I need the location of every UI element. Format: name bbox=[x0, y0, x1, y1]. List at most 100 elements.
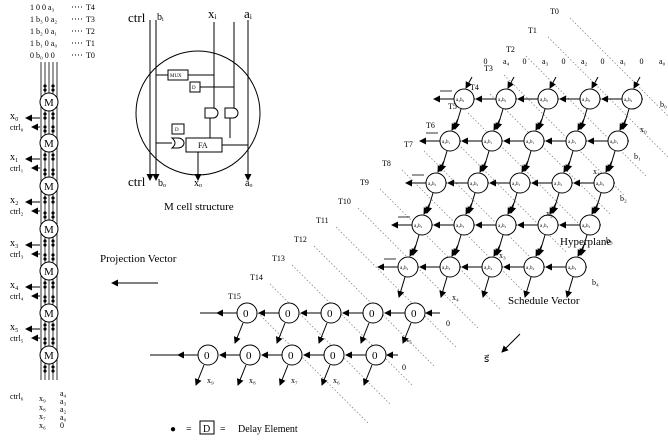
array-cell-label: a₄b₂ bbox=[428, 182, 436, 187]
delay-dot bbox=[43, 257, 46, 260]
delay-dot bbox=[51, 323, 54, 326]
chain-bottom-x-2: x₇ bbox=[39, 412, 46, 421]
chain-x-out-4: x₄ bbox=[10, 280, 19, 291]
input-sequences: 1 0 0 a₃T41 b₃ 0 a₂T31 b₂ 0 a₁T21 b₁ 0 a… bbox=[30, 3, 95, 60]
array-cell-label: a₂b₄ bbox=[484, 266, 492, 271]
delay-dot bbox=[43, 211, 46, 214]
array-cell-label: a₀b₀ bbox=[624, 98, 632, 103]
m-cell-label: M bbox=[44, 266, 54, 278]
time-label-T2: T2 bbox=[506, 45, 515, 54]
systolic-array: T0T1T2T3T4T5T6T7T8T9T10T11T12T13T14T15a₀… bbox=[150, 7, 668, 423]
and-gate-1 bbox=[205, 108, 218, 118]
input-seq-4: 0 b₀ 0 0 bbox=[30, 51, 55, 60]
array-cell-label: a₄b₀ bbox=[456, 98, 464, 103]
a-input-2: a₁ bbox=[620, 57, 627, 66]
delay-dot bbox=[51, 299, 54, 302]
b-input-2: b₂ bbox=[620, 194, 627, 203]
array-zero-cell-label: 0 bbox=[372, 350, 378, 362]
time-label-T11: T11 bbox=[316, 216, 329, 225]
array-zero-cell-label: 0 bbox=[204, 350, 210, 362]
m-cell-label: M bbox=[44, 181, 54, 193]
m-cell-label: M bbox=[44, 308, 54, 320]
zero-input-0: 0 bbox=[446, 319, 450, 328]
input-time-2: T2 bbox=[86, 27, 95, 36]
diag-output-0: x₀ bbox=[640, 125, 647, 134]
mux-d-label: D bbox=[192, 86, 196, 91]
delay-dot bbox=[51, 84, 54, 87]
legend: ● = D = Delay Element bbox=[170, 421, 298, 435]
array-zero-cell-label: 0 bbox=[246, 350, 252, 362]
time-label-T13: T13 bbox=[272, 254, 285, 263]
mcell-a-out: aₒ bbox=[245, 178, 252, 189]
a-input-8: a₄ bbox=[503, 57, 510, 66]
delay-dot bbox=[51, 257, 54, 260]
delay-dot bbox=[43, 295, 46, 298]
a-input-5: 0 bbox=[562, 57, 566, 66]
legend-equals-1: = bbox=[186, 424, 192, 435]
delay-dot bbox=[51, 239, 54, 242]
delay-dot bbox=[43, 341, 46, 344]
time-label-T0: T0 bbox=[550, 7, 559, 16]
a-input-3: 0 bbox=[601, 57, 605, 66]
delay-dot bbox=[51, 337, 54, 340]
delay-dot bbox=[51, 116, 54, 119]
input-seq-1: 1 b₃ 0 a₂ bbox=[30, 15, 57, 24]
mcell-caption: M cell structure bbox=[164, 201, 234, 213]
mcell-b-out: bₒ bbox=[158, 178, 166, 189]
array-zero-cell-label: 0 bbox=[243, 308, 249, 320]
array-cell-label: a₄b₄ bbox=[400, 266, 408, 271]
array-cell-label: a₀b₂ bbox=[596, 182, 604, 187]
legend-delay-box-label: D bbox=[203, 424, 210, 435]
delay-dot bbox=[51, 243, 54, 246]
delay-dot bbox=[43, 243, 46, 246]
m-cell-label: M bbox=[44, 224, 54, 236]
delay-dot bbox=[43, 281, 46, 284]
time-label-T9: T9 bbox=[360, 178, 369, 187]
delay-dot bbox=[51, 369, 54, 372]
delay-dot bbox=[51, 129, 54, 132]
array-cell-label: a₃b₁ bbox=[484, 140, 492, 145]
legend-equals-2: = bbox=[220, 424, 226, 435]
b-input-1: b₁ bbox=[634, 152, 641, 161]
input-time-0: T4 bbox=[86, 3, 95, 12]
delay-dot bbox=[51, 281, 54, 284]
delay-dot bbox=[51, 215, 54, 218]
or-gate bbox=[172, 138, 184, 148]
array-cell-label: a₃b₄ bbox=[442, 266, 450, 271]
hyperplane-label: Hyperplane bbox=[560, 236, 611, 248]
chain-bottom-a-4: 0 bbox=[60, 421, 64, 430]
delay-dot bbox=[43, 369, 46, 372]
delay-dot bbox=[43, 157, 46, 160]
mcell-ctrl-out: ctrl bbox=[128, 174, 146, 189]
array-cell-label: a₄b₃ bbox=[414, 224, 422, 229]
bottom-output-2: x₇ bbox=[291, 376, 298, 385]
array-cell-label: a₁b₃ bbox=[540, 224, 548, 229]
array-cell-label: a₃b₂ bbox=[470, 182, 478, 187]
delay-dot bbox=[43, 112, 46, 115]
chain-ctrl-out-2: ctrl₂ bbox=[10, 207, 24, 216]
delay-dot bbox=[43, 196, 46, 199]
delay-dot bbox=[43, 337, 46, 340]
m-cell-structure: MUX D D FA ctrl bᵢ xᵢ aᵢ ctrl bₒ xₒ aₒ M… bbox=[128, 6, 260, 213]
schedule-vector-label: Schedule Vector bbox=[508, 295, 580, 307]
b-input-0: b₀ bbox=[660, 100, 667, 109]
array-zero-cell-label: 0 bbox=[285, 308, 291, 320]
diag-output-5: x₅ bbox=[405, 335, 412, 344]
delay-dot bbox=[43, 253, 46, 256]
chain-x-out-0: x₀ bbox=[10, 111, 19, 122]
bottom-output-3: x₆ bbox=[333, 376, 340, 385]
schedule-vector-arrow bbox=[502, 334, 520, 352]
delay-dot bbox=[51, 172, 54, 175]
input-time-1: T3 bbox=[86, 15, 95, 24]
time-label-T15: T15 bbox=[228, 292, 241, 301]
m-cell-label: M bbox=[44, 350, 54, 362]
chain-ctrl-out-0: ctrl₀ bbox=[10, 123, 24, 132]
delay-dot bbox=[43, 285, 46, 288]
array-cell-label: a₂b₂ bbox=[512, 182, 520, 187]
array-cell-label: a₂b₀ bbox=[540, 98, 548, 103]
zero-input-1: 0 bbox=[402, 363, 406, 372]
array-cell-label: a₁b₄ bbox=[526, 266, 534, 271]
array-zero-cell-label: 0 bbox=[327, 308, 333, 320]
delay-dot bbox=[43, 153, 46, 156]
chain-bottom-x-0: x₉ bbox=[39, 394, 46, 403]
